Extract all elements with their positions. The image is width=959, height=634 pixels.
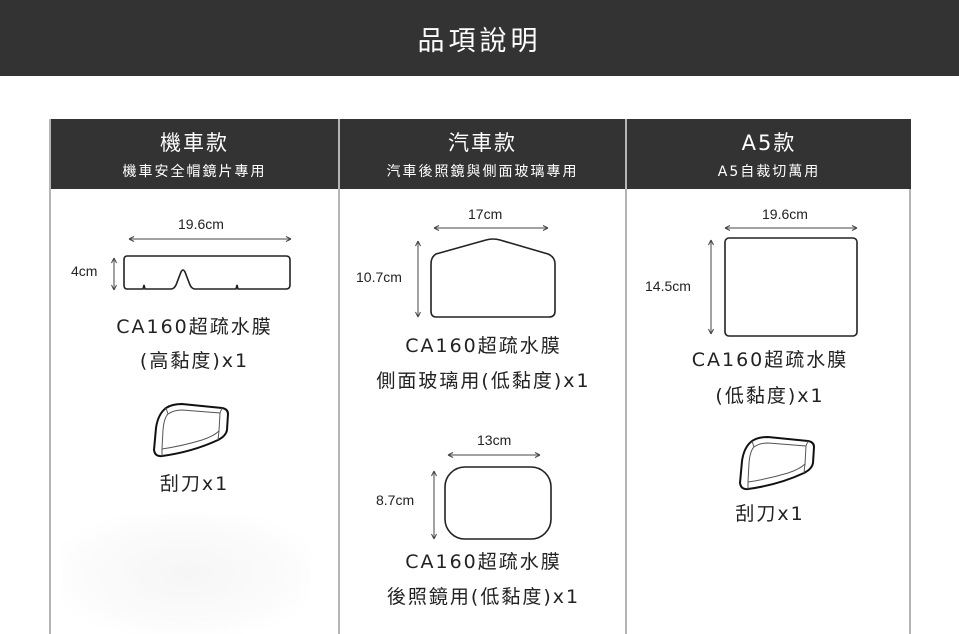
width-arrow-icon: [128, 236, 292, 242]
height-dimension-label: 10.7cm: [356, 269, 402, 285]
column-title: 機車款: [160, 131, 229, 155]
column-header-motorcycle: 機車款 機車安全帽鏡片專用: [51, 119, 338, 189]
film-name: CA160超疏水膜: [405, 335, 562, 357]
column-subtitle: A5自裁切萬用: [717, 164, 821, 180]
tool-label: 刮刀x1: [735, 503, 805, 525]
side-window-film-shape-icon: [430, 238, 556, 318]
film-detail: 側面玻璃用(低黏度)x1: [376, 370, 591, 392]
column-header-car: 汽車款 汽車後照鏡與側面玻璃專用: [340, 119, 625, 189]
height-dimension-label: 14.5cm: [645, 278, 691, 294]
page-header-bar: 品項說明: [0, 0, 959, 76]
height-arrow-icon: [415, 240, 421, 318]
width-arrow-icon: [724, 225, 858, 231]
product-comparison-table: 機車款 機車安全帽鏡片專用 19.6cm 4cm CA160超疏水膜 (高黏度)…: [49, 119, 911, 634]
width-dimension-label: 13cm: [477, 432, 512, 448]
squeegee-icon: [738, 435, 816, 491]
page-title: 品項說明: [417, 25, 542, 57]
film-name: CA160超疏水膜: [116, 316, 273, 338]
helmet-film-shape-icon: [123, 255, 291, 290]
column-title: A5款: [741, 131, 797, 155]
faded-product-shadow: [61, 514, 311, 634]
column-a5: A5款 A5自裁切萬用 19.6cm 14.5cm CA160超疏水膜 (低黏度…: [625, 119, 911, 634]
film-detail: 後照鏡用(低黏度)x1: [386, 586, 581, 608]
film-name: CA160超疏水膜: [405, 551, 562, 573]
width-dimension-label: 17cm: [468, 206, 503, 222]
tool-label: 刮刀x1: [159, 473, 230, 495]
width-dimension-label: 19.6cm: [178, 216, 224, 232]
width-arrow-icon: [447, 452, 541, 458]
column-subtitle: 汽車後照鏡與側面玻璃專用: [386, 164, 579, 180]
squeegee-icon: [152, 402, 230, 458]
height-arrow-icon: [111, 257, 117, 291]
film-detail: (低黏度)x1: [715, 385, 825, 407]
column-subtitle: 機車安全帽鏡片專用: [122, 164, 267, 180]
film-detail: (高黏度)x1: [139, 350, 250, 372]
mirror-film-shape-icon: [444, 466, 552, 540]
height-dimension-label: 4cm: [71, 263, 98, 279]
a5-film-shape-icon: [724, 237, 858, 337]
height-arrow-icon: [708, 239, 714, 335]
film-name: CA160超疏水膜: [691, 349, 849, 371]
column-header-a5: A5款 A5自裁切萬用: [627, 119, 911, 189]
height-dimension-label: 8.7cm: [376, 492, 415, 508]
column-title: 汽車款: [448, 131, 517, 155]
width-arrow-icon: [433, 225, 549, 231]
column-car: 汽車款 汽車後照鏡與側面玻璃專用 17cm 10.7cm CA160超疏水膜 側…: [338, 119, 625, 634]
height-arrow-icon: [431, 470, 437, 540]
column-motorcycle: 機車款 機車安全帽鏡片專用 19.6cm 4cm CA160超疏水膜 (高黏度)…: [51, 119, 338, 634]
width-dimension-label: 19.6cm: [762, 206, 808, 222]
